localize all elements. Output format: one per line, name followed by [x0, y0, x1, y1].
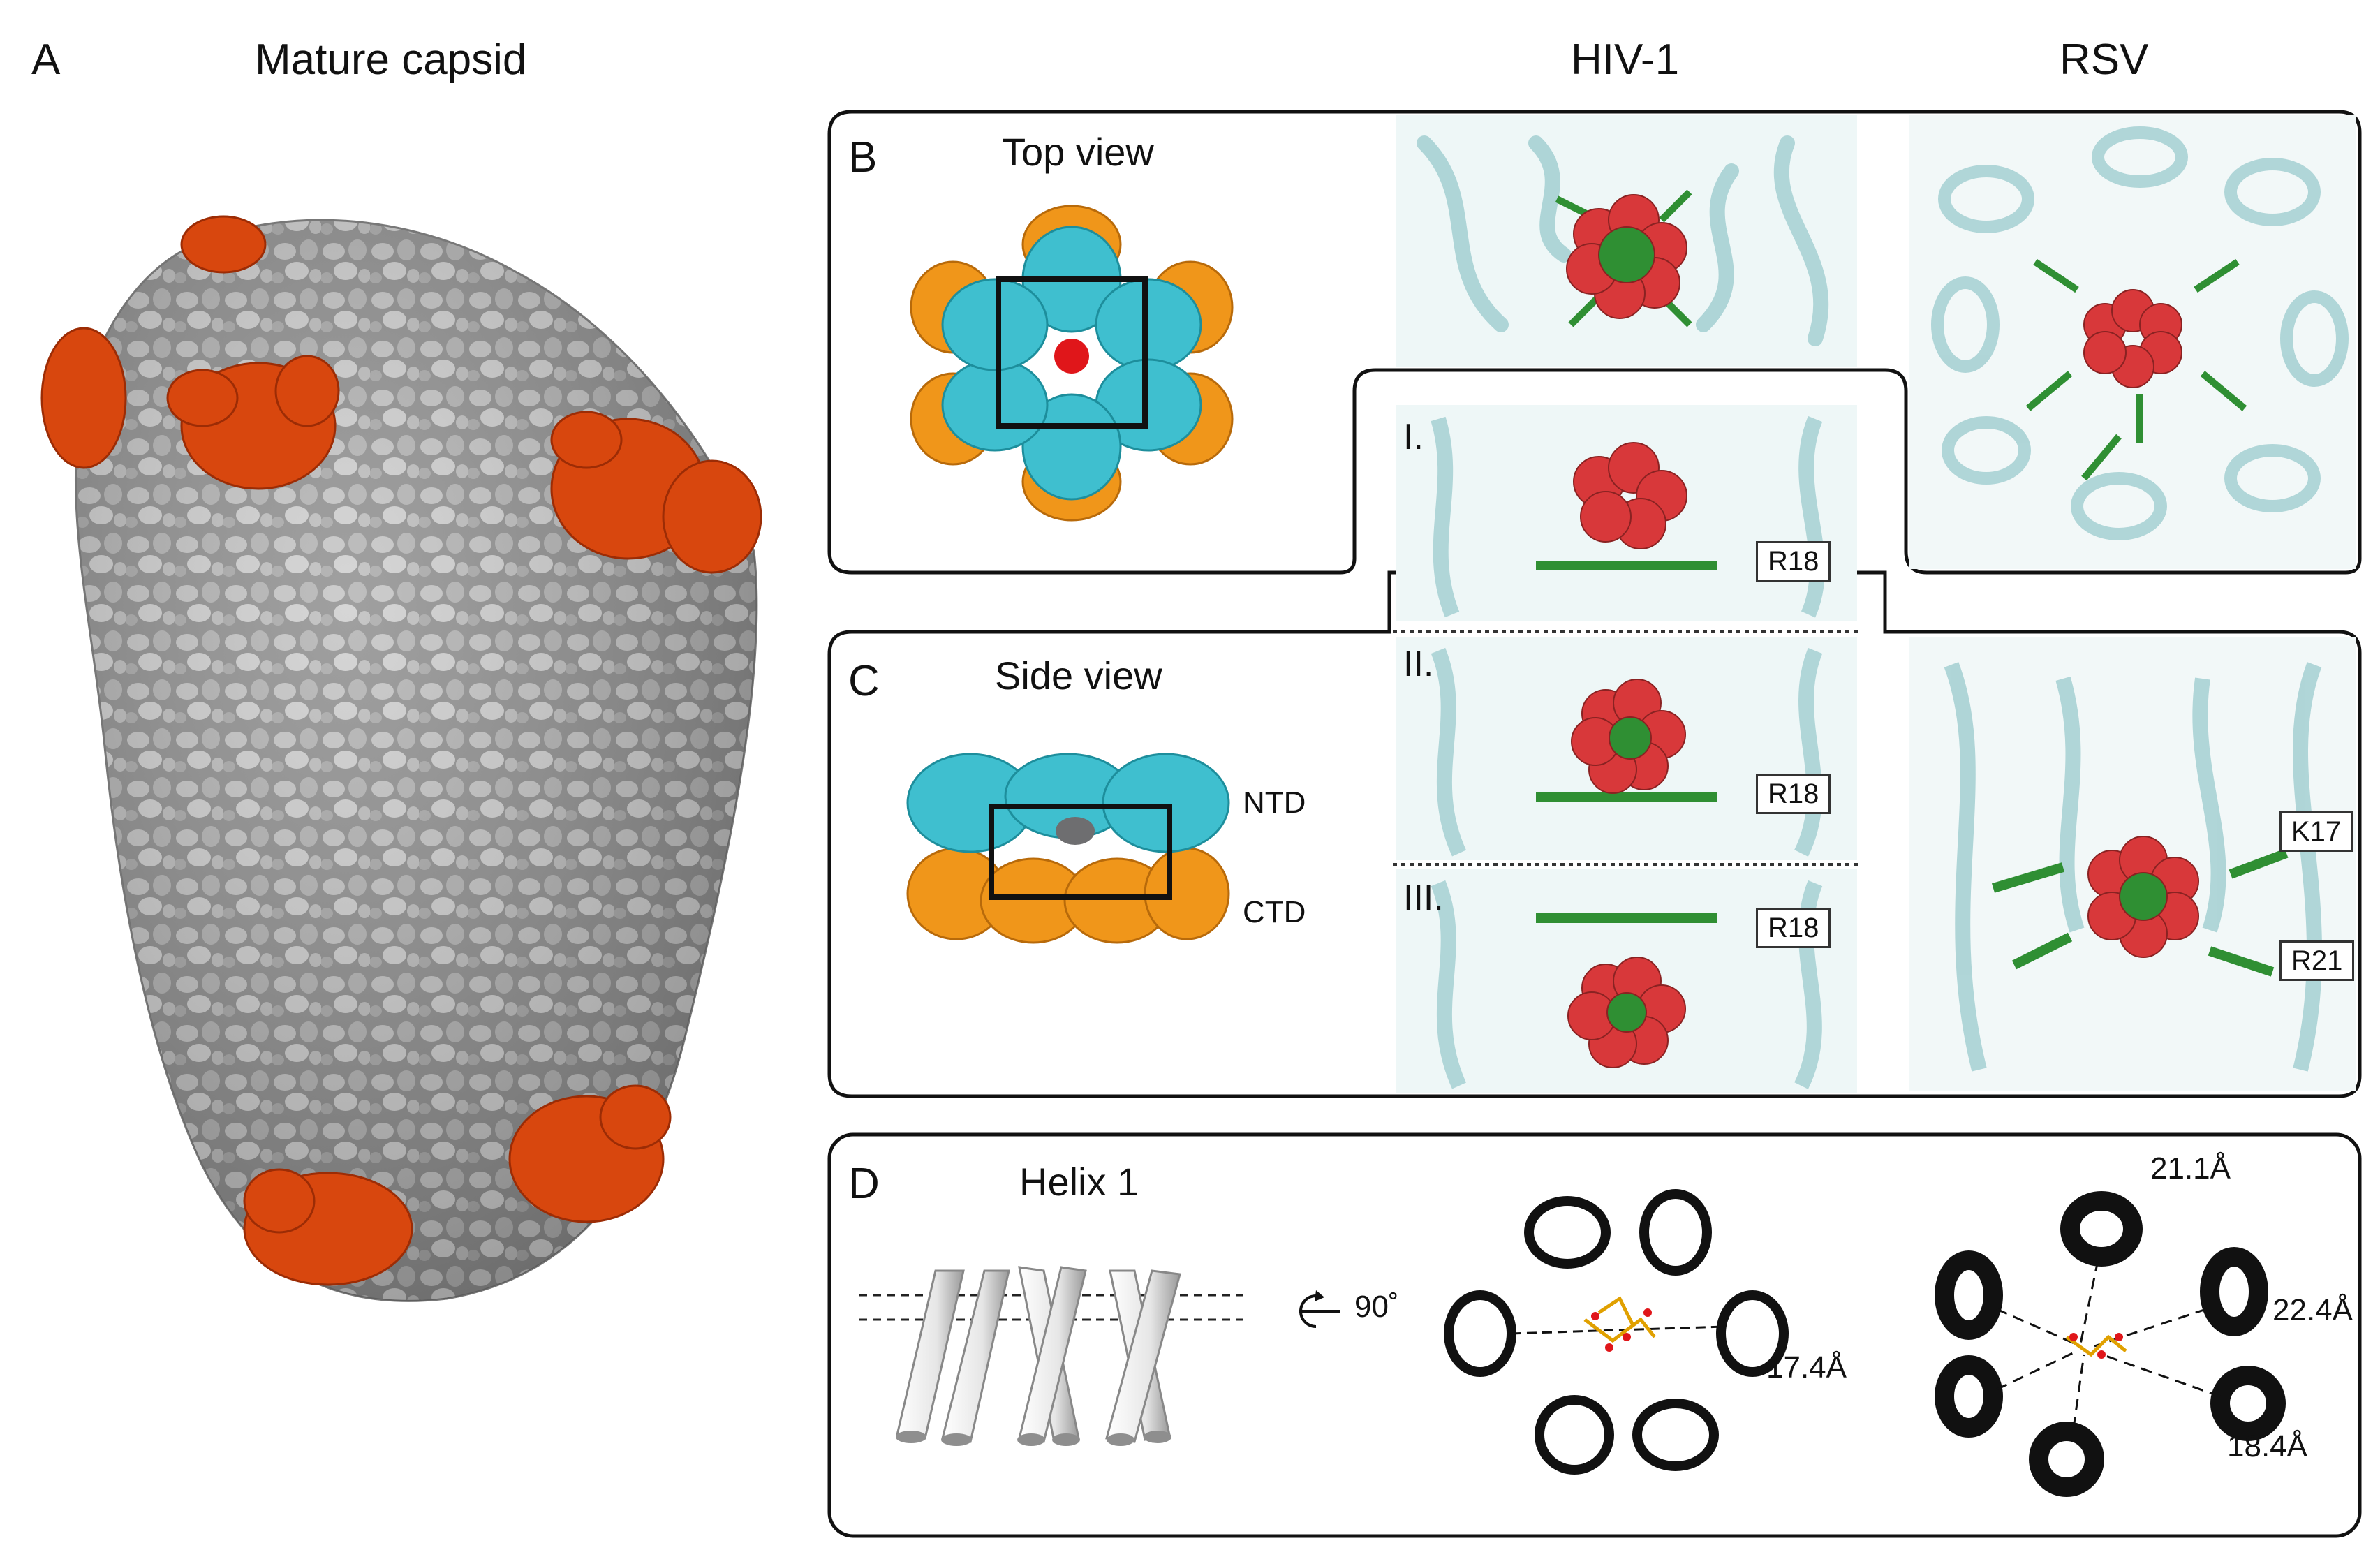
panel-d-title: Helix 1 — [1019, 1160, 1139, 1204]
pentamer-top-left — [166, 355, 340, 490]
rotation-label: 90˚ — [1354, 1290, 1399, 1324]
tag-r21: R21 — [2279, 940, 2355, 981]
rotation-icon — [1299, 1290, 1340, 1328]
rsv-side-view-render — [1909, 637, 2356, 1091]
rsv-distance-top: 21.1Å — [2150, 1151, 2231, 1186]
state-three-label: III. — [1403, 878, 1444, 918]
rsv-distance-right: 22.4Å — [2272, 1293, 2353, 1327]
hiv-state-three-render — [1396, 869, 1857, 1093]
panel-a-title: Mature capsid — [255, 36, 527, 84]
top-view-zoom-box — [996, 276, 1148, 429]
hiv-state-one-render — [1396, 405, 1857, 621]
panel-b-letter: B — [848, 133, 878, 182]
ctd-label: CTD — [1243, 895, 1306, 929]
panel-b-title: Top view — [1002, 130, 1154, 174]
tag-k17: K17 — [2279, 811, 2353, 852]
pentamer-top — [180, 215, 267, 274]
tag-r18-state-one: R18 — [1756, 541, 1831, 582]
panel-a-letter: A — [31, 36, 61, 84]
side-view-hexamer — [906, 753, 1230, 944]
tag-r18-state-two: R18 — [1756, 774, 1831, 814]
hiv-state-divider-2 — [1393, 863, 1861, 866]
mature-capsid-render — [40, 215, 762, 1302]
hiv-top-view-render — [1396, 115, 1857, 367]
hiv-helix-ring — [1444, 1189, 1789, 1475]
side-view-zoom-box — [989, 804, 1172, 900]
panel-d-letter: D — [848, 1160, 880, 1208]
panel-c-letter: C — [848, 657, 880, 705]
top-view-hexamer — [910, 205, 1234, 522]
pentamer-bottom-left — [243, 1168, 413, 1286]
pentamer-left-edge — [40, 327, 127, 469]
rsv-top-view-render — [1909, 115, 2356, 569]
column-header-rsv: RSV — [2060, 36, 2149, 84]
panel-c-title: Side view — [995, 654, 1162, 698]
hiv-distance-label: 17.4Å — [1766, 1350, 1847, 1385]
column-header-hiv: HIV-1 — [1571, 36, 1680, 84]
rsv-distance-bottom: 18.4Å — [2227, 1429, 2307, 1463]
hiv-state-two-render — [1396, 637, 1857, 860]
ntd-label: NTD — [1243, 785, 1306, 820]
helix-bundle-side — [859, 1266, 1243, 1446]
pentamer-right — [550, 411, 762, 574]
pentamer-bottom-right — [508, 1084, 672, 1223]
tag-r18-state-three: R18 — [1756, 908, 1831, 948]
rsv-helix-ring — [1935, 1191, 2286, 1497]
state-two-label: II. — [1403, 644, 1434, 684]
hiv-state-divider-1 — [1393, 630, 1861, 633]
state-one-label: I. — [1403, 417, 1424, 457]
